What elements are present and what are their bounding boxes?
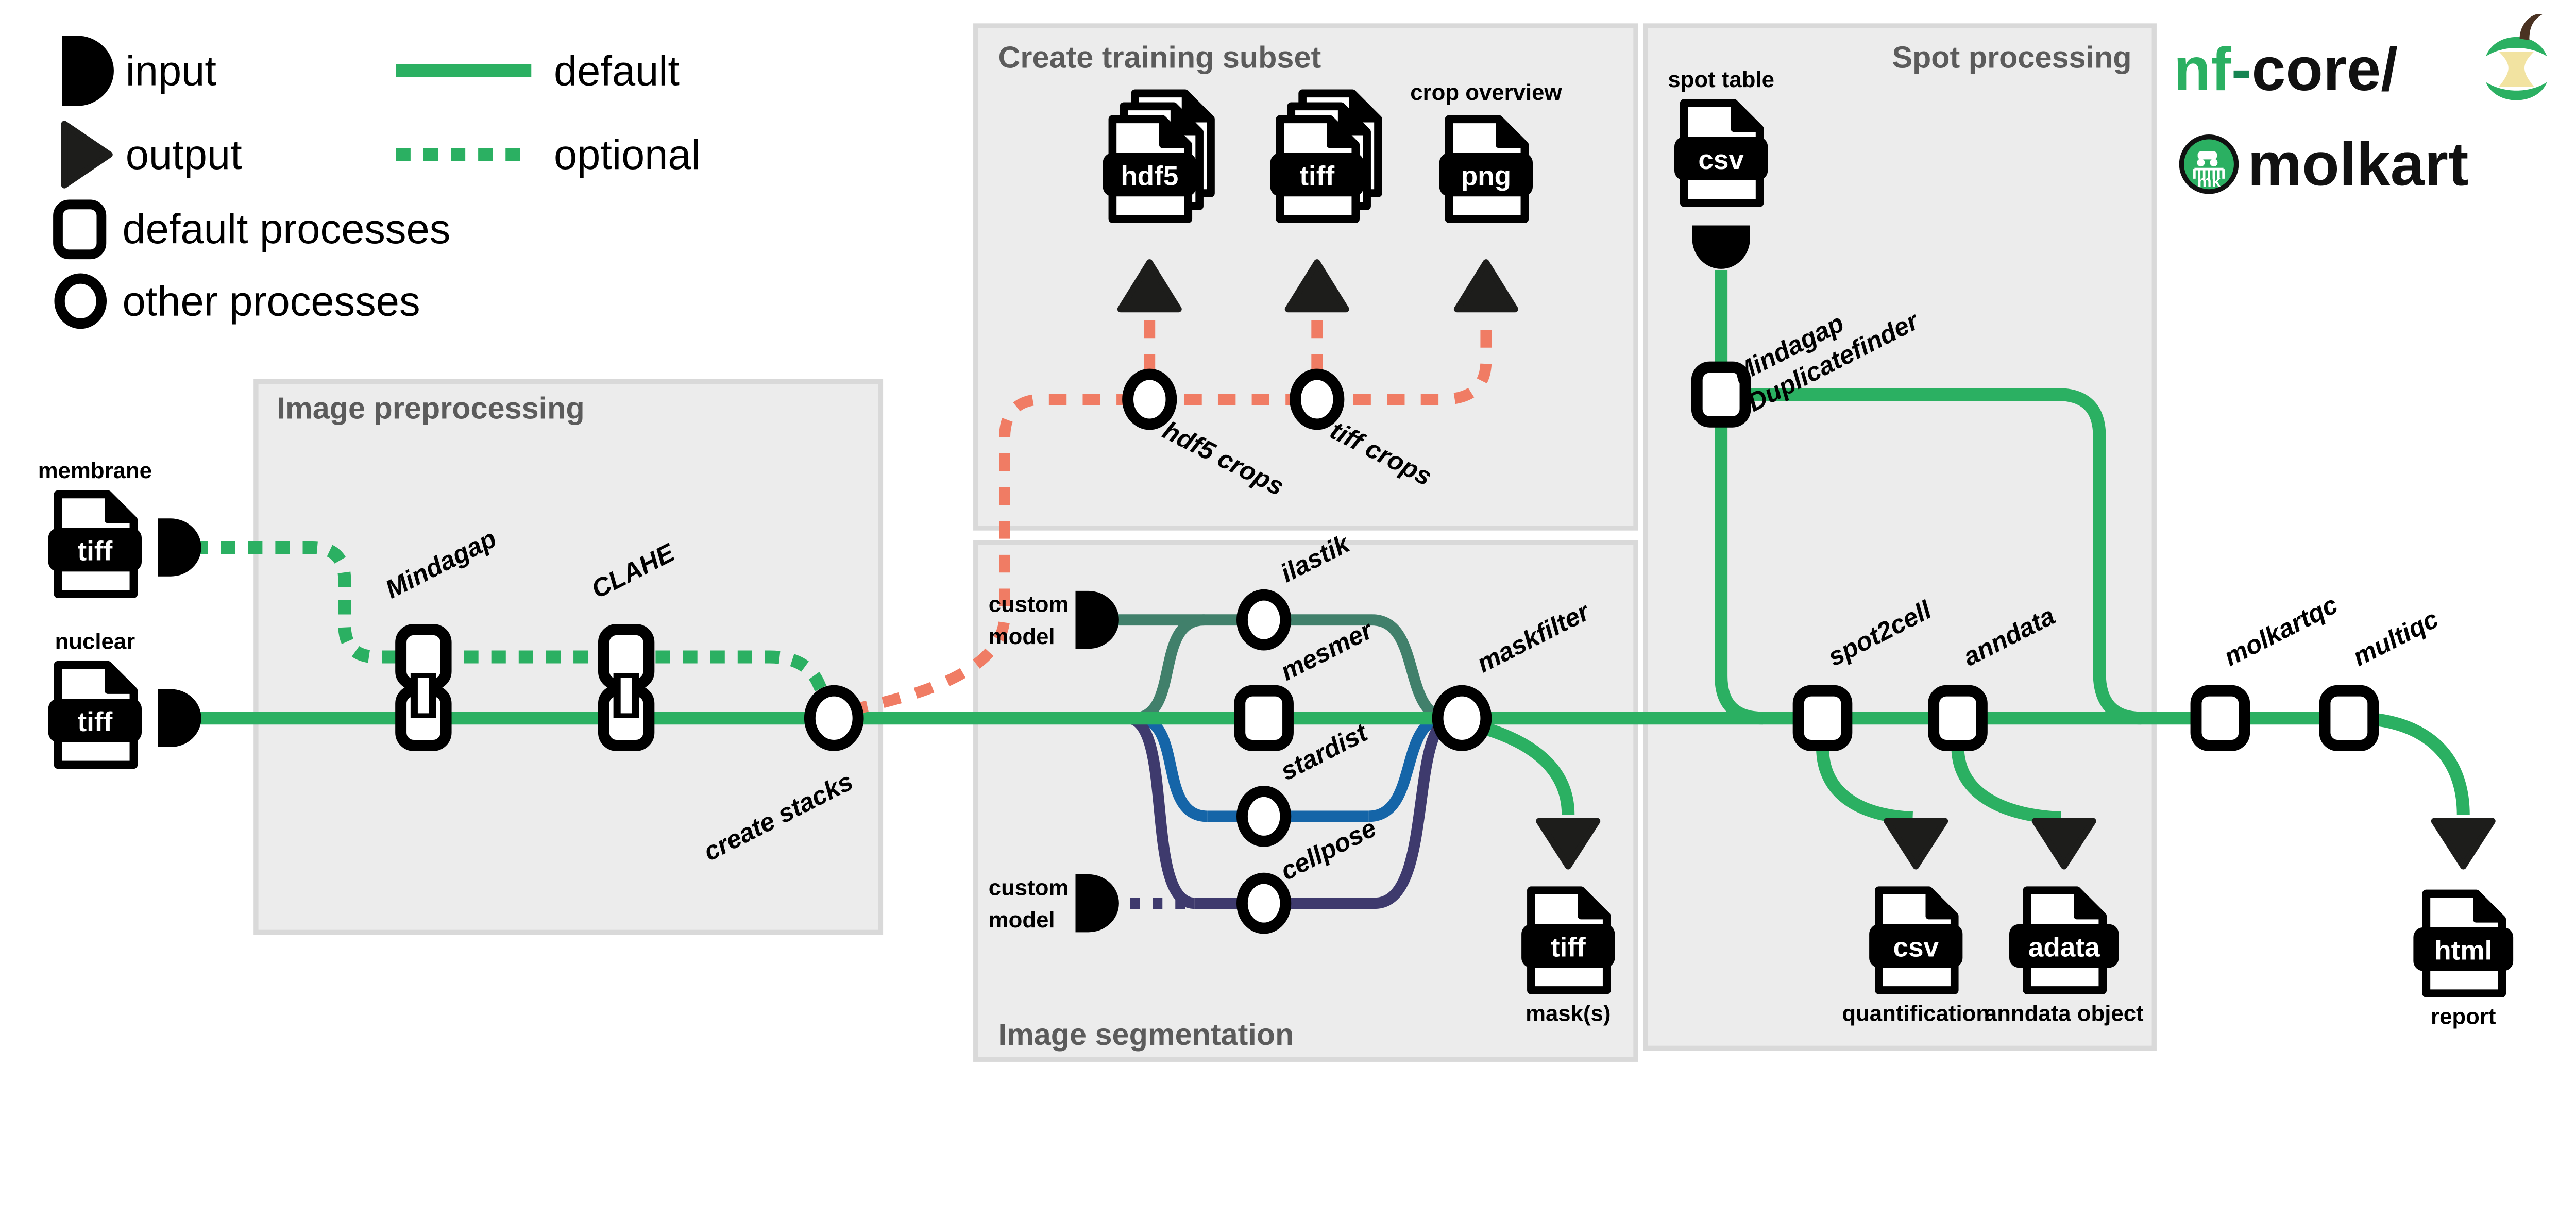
custom-model-bottom-line1: custom	[989, 875, 1069, 900]
edge-membrane-optional	[193, 541, 832, 702]
quantification-csv-file-icon: csv	[1869, 886, 1963, 994]
quantification-output-icon	[1884, 818, 1948, 870]
process-clahe	[598, 623, 655, 751]
hdf5-file-stack-icon: hdf5	[1103, 89, 1215, 223]
logo-core: core/	[2251, 35, 2398, 104]
process-ilastik	[1236, 589, 1292, 651]
mask-tiff-file-icon: tiff	[1521, 886, 1615, 994]
apple-core-icon	[2486, 14, 2547, 100]
pipeline-diagram: Image preprocessing Create training subs…	[38, 14, 2547, 1062]
tiff-crops-output-icon	[1284, 259, 1349, 313]
legend-input-label: input	[126, 48, 216, 95]
report-format-label: html	[2434, 936, 2492, 966]
edge-duplicatefinder-to-molkartqc	[1748, 388, 2142, 725]
hdf5-output-icon	[1117, 259, 1182, 313]
membrane-tiff-file-icon: tiff	[48, 490, 142, 598]
title-create-training-subset: Create training subset	[998, 40, 1321, 74]
legend-default-label: default	[554, 48, 680, 95]
legend-default-processes-label: default processes	[123, 206, 451, 252]
nf-core-molkart-logo: nf-core/ mk molkart	[2174, 14, 2547, 198]
hdf5-format-label: hdf5	[1121, 161, 1178, 191]
multiqc-label: multiqc	[2348, 604, 2443, 672]
process-anndata	[1928, 685, 1988, 751]
custom-model-bottom-label: custom model	[989, 875, 1069, 933]
box-image-preprocessing	[253, 379, 884, 935]
output-icon	[61, 121, 113, 189]
spot-table-input-icon	[1692, 225, 1750, 269]
input-icon	[62, 36, 114, 106]
title-image-preprocessing: Image preprocessing	[277, 391, 585, 426]
edge-main-to-cellpose	[1126, 712, 1196, 909]
quantification-format-label: csv	[1893, 932, 1939, 962]
process-stardist	[1236, 786, 1292, 847]
nuclear-input-icon	[158, 689, 201, 747]
process-hdf5-crops	[1122, 368, 1177, 430]
mk-badge-icon: mk	[2179, 134, 2239, 194]
png-output-icon	[1453, 259, 1518, 313]
tiff-crops-format-label: tiff	[1299, 161, 1334, 191]
edge-anndata-to-object	[1951, 747, 2061, 824]
title-spot-processing: Spot processing	[1892, 40, 2131, 74]
png-file-icon: png	[1439, 115, 1533, 223]
process-cellpose	[1236, 872, 1292, 934]
adata-file-icon: adata	[2009, 886, 2119, 994]
process-maskfilter	[1432, 685, 1492, 751]
spot-table-format-label: csv	[1698, 145, 1744, 175]
spot-table-csv-file-icon: csv	[1674, 99, 1768, 207]
anndata-object-label: anndata object	[1985, 1001, 2144, 1026]
process-molkartqc	[2190, 685, 2250, 751]
title-image-segmentation: Image segmentation	[998, 1017, 1294, 1052]
mask-output-icon	[1536, 818, 1601, 870]
membrane-input-icon	[158, 518, 201, 577]
png-format-label: png	[1461, 161, 1511, 191]
process-mesmer	[1234, 685, 1294, 751]
logo-molkart: molkart	[2248, 130, 2469, 198]
process-duplicatefinder	[1691, 361, 1751, 428]
logo-line1: nf-core/	[2174, 35, 2398, 104]
custom-model-top-label: custom model	[989, 592, 1069, 650]
other-process-icon	[54, 273, 107, 329]
spot-table-label: spot table	[1668, 67, 1774, 92]
nuclear-label: nuclear	[55, 629, 135, 654]
process-multiqc	[2319, 685, 2379, 751]
anndata-output-icon	[2031, 818, 2096, 870]
logo-dash: -	[2231, 35, 2252, 104]
crop-overview-label: crop overview	[1410, 80, 1562, 105]
tiff-file-stack-icon: tiff	[1270, 89, 1382, 223]
default-process-icon	[53, 199, 107, 260]
mask-label: mask(s)	[1526, 1001, 1611, 1026]
process-create-stacks	[804, 685, 864, 751]
legend-output-label: output	[126, 131, 242, 178]
process-tiff-crops	[1290, 368, 1345, 430]
molkartqc-label: molkartqc	[2219, 590, 2343, 671]
edge-maskfilter-to-mask	[1481, 721, 1575, 815]
edge-duplicatefinder-to-main	[1715, 425, 1764, 725]
nuclear-tiff-file-icon: tiff	[48, 661, 142, 769]
legend-other-processes-label: other processes	[123, 278, 420, 325]
custom-model-top-line2: model	[989, 624, 1055, 649]
legend-optional-label: optional	[554, 131, 701, 178]
quantification-label: quantification	[1842, 1001, 1990, 1026]
custom-model-bottom-line2: model	[989, 907, 1055, 933]
custom-model-top-line1: custom	[989, 592, 1069, 617]
process-mindagap	[395, 623, 452, 751]
custom-model-top-input-icon	[1075, 590, 1119, 649]
legend: input output default processes other pro…	[53, 36, 701, 329]
mask-format-label: tiff	[1551, 932, 1586, 962]
process-spot2cell	[1792, 685, 1853, 751]
custom-model-bottom-input-icon	[1075, 874, 1119, 933]
edge-create-stacks-to-training	[849, 317, 1492, 716]
edge-spot2cell-to-quantification	[1816, 747, 1913, 824]
logo-nf: nf	[2174, 35, 2232, 104]
membrane-label: membrane	[38, 458, 152, 483]
badge-mk-label: mk	[2197, 173, 2221, 191]
nuclear-format-label: tiff	[77, 707, 112, 737]
report-html-file-icon: html	[2413, 889, 2514, 997]
report-output-icon	[2431, 818, 2496, 870]
report-label: report	[2431, 1004, 2496, 1029]
membrane-format-label: tiff	[77, 536, 112, 567]
adata-format-label: adata	[2028, 932, 2100, 962]
molkart-pipeline-svg: Image preprocessing Create training subs…	[38, 14, 2547, 1062]
